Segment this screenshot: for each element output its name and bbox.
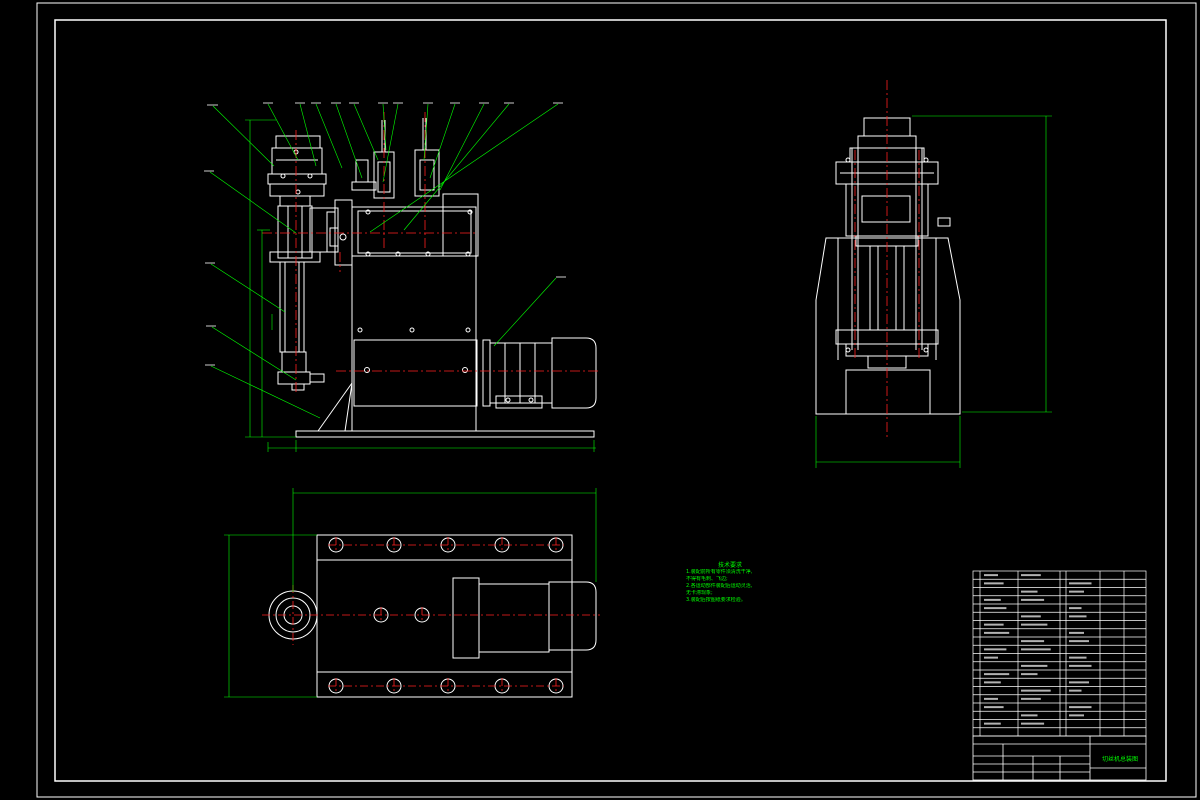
balloon-leader-lines	[209, 103, 559, 419]
front-view	[267, 118, 597, 438]
sheet-border	[36, 2, 1197, 798]
drawing-title: 切丝机总装图	[1101, 756, 1138, 763]
technical-requirements-note: 技术要求 1.装配前所有零件须清洗干净, 不得有毛刺、飞边; 2.各运动部件装配…	[686, 562, 764, 604]
tech-note-line: 无卡滞现象;	[686, 590, 713, 596]
tech-notes-title: 技术要求	[717, 562, 742, 569]
top-view-centerlines	[262, 537, 600, 694]
side-view-dimensions	[815, 115, 1052, 468]
top-view	[268, 534, 597, 698]
front-view-dimensions	[245, 119, 596, 452]
side-view-centerlines	[854, 80, 920, 440]
tech-note-line: 2.各运动部件装配后运动灵活,	[686, 583, 753, 589]
title-block	[972, 735, 1147, 781]
front-view-bolts	[357, 209, 473, 333]
balloon-markers	[204, 102, 566, 366]
parts-list-table	[972, 570, 1147, 737]
tech-note-line: 3.装配后按图纸要求检验。	[686, 597, 746, 603]
tech-note-line: 不得有毛刺、飞边;	[686, 576, 728, 582]
tech-note-line: 1.装配前所有零件须清洗干净,	[686, 569, 753, 575]
front-view-centerlines	[262, 112, 600, 395]
top-view-dimensions	[224, 488, 597, 698]
